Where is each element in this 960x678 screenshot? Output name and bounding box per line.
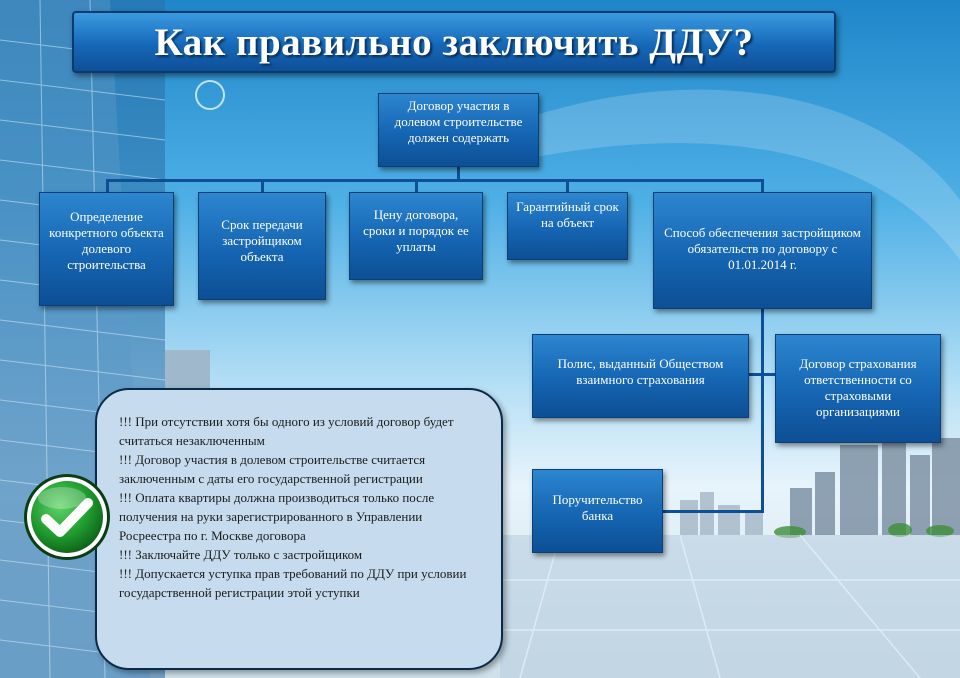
connector-to-security-3 xyxy=(663,510,763,513)
security-insurance-contract: Договор страхования ответственности со с… xyxy=(775,334,941,443)
title-banner: Как правильно заключить ДДУ? xyxy=(72,11,836,73)
condition-deadline: Срок передачи застройщиком объекта xyxy=(198,192,326,300)
note-item: !!! Договор участия в долевом строительс… xyxy=(119,452,426,486)
condition-label: Способ обеспечения застройщиком обязател… xyxy=(664,225,861,272)
security-bank-guarantee: Поручительство банка xyxy=(532,469,663,553)
condition-label: Гарантийный срок на объект xyxy=(516,199,619,230)
connector-to-security-1 xyxy=(749,373,763,376)
notes-panel: !!! При отсутствии хотя бы одного из усл… xyxy=(95,388,503,670)
connector-to-condition-1 xyxy=(106,179,109,192)
check-icon xyxy=(24,474,110,560)
connector-to-condition-3 xyxy=(415,179,418,192)
note-item: !!! Оплата квартиры должна производиться… xyxy=(119,490,435,543)
root-node: Договор участия в долевом строительстве … xyxy=(378,93,539,167)
condition-warranty: Гарантийный срок на объект xyxy=(507,192,628,260)
security-label: Полис, выданный Обществом взаимного стра… xyxy=(557,356,724,387)
security-label: Поручительство банка xyxy=(552,492,643,523)
condition-label: Цену договора, сроки и порядок ее уплаты xyxy=(363,207,469,254)
connector-horizontal-bus xyxy=(106,179,764,182)
condition-price: Цену договора, сроки и порядок ее уплаты xyxy=(349,192,483,280)
page-title: Как правильно заключить ДДУ? xyxy=(154,20,754,64)
security-label: Договор страхования ответственности со с… xyxy=(799,355,917,419)
root-node-label: Договор участия в долевом строительстве … xyxy=(394,98,523,145)
note-item: !!! При отсутствии хотя бы одного из усл… xyxy=(119,414,454,448)
connector-to-condition-2 xyxy=(261,179,264,192)
note-item: !!! Заключайте ДДУ только с застройщиком xyxy=(119,547,363,562)
security-insurance-society: Полис, выданный Обществом взаимного стра… xyxy=(532,334,749,418)
condition-security: Способ обеспечения застройщиком обязател… xyxy=(653,192,872,309)
connector-to-condition-4 xyxy=(566,179,569,192)
connector-root-down xyxy=(457,167,460,180)
condition-label: Определение конкретного объекта долевого… xyxy=(49,209,164,272)
connector-to-condition-5 xyxy=(761,179,764,192)
connector-security-trunk xyxy=(761,309,764,513)
condition-object: Определение конкретного объекта долевого… xyxy=(39,192,174,306)
connector-to-security-2 xyxy=(763,373,775,376)
note-item: !!! Допускается уступка прав требований … xyxy=(119,566,467,600)
condition-label: Срок передачи застройщиком объекта xyxy=(221,217,303,264)
